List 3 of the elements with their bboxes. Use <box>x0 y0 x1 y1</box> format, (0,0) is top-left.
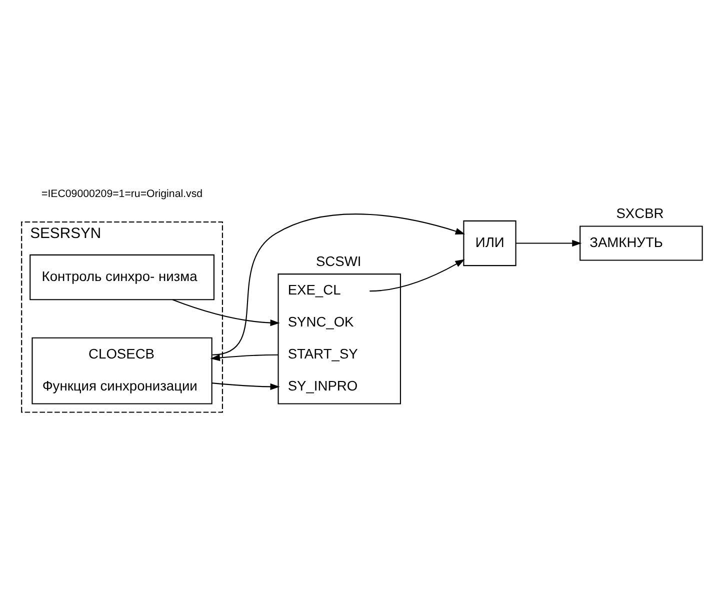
node-label: SCSWI <box>316 252 362 269</box>
label: =IEC09000209=1=ru=Original.vsd <box>42 188 203 200</box>
node-label: SXCBR <box>616 204 664 221</box>
